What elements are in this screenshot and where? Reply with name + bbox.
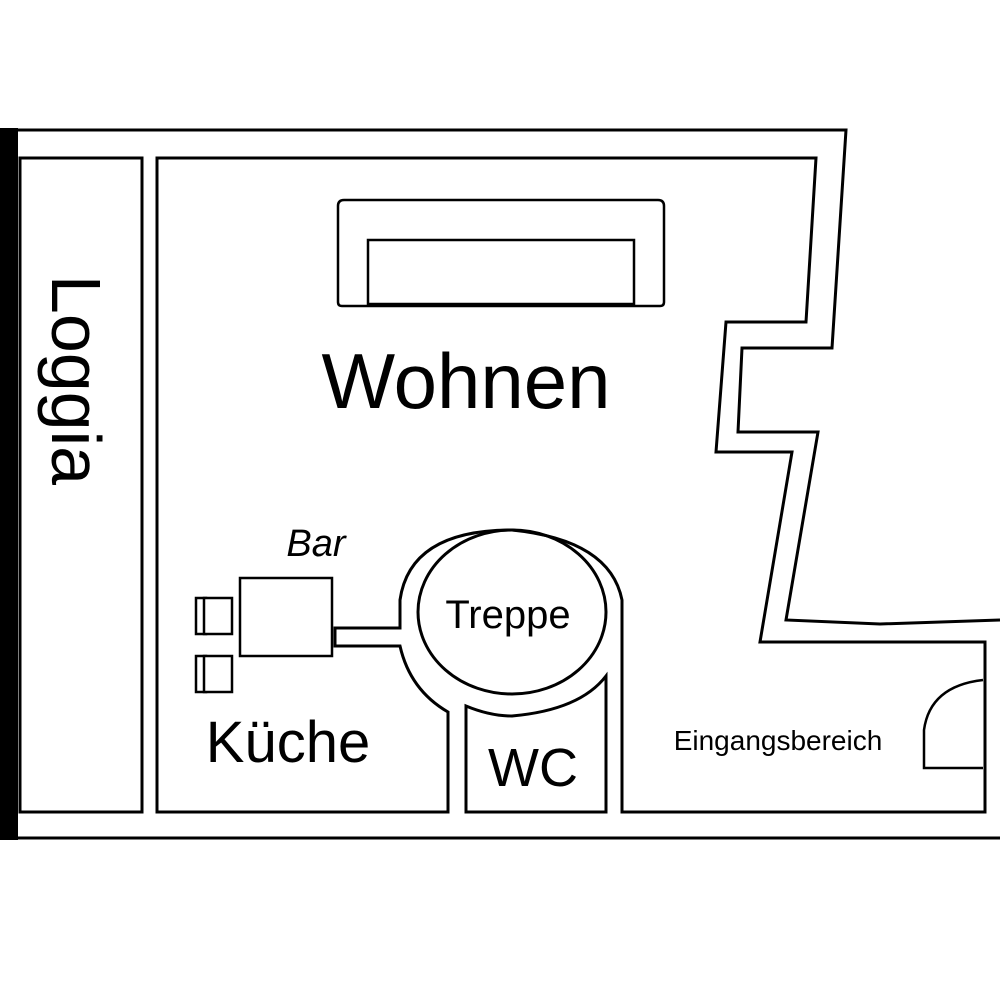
bar-label: Bar — [286, 523, 346, 565]
entrance-door — [922, 678, 984, 770]
staircase — [416, 528, 608, 696]
kueche-label: Küche — [206, 710, 370, 775]
bar-counter — [238, 576, 334, 658]
bar-stool-bottom — [194, 654, 234, 694]
treppe-label: Treppe — [445, 593, 570, 637]
outer-wall-top-right — [18, 128, 1000, 626]
exterior-wall-left — [0, 128, 18, 840]
sofa — [336, 198, 666, 308]
bar-stool-top — [194, 596, 234, 636]
wohnen-label: Wohnen — [321, 337, 610, 425]
eingangsbereich-label: Eingangsbereich — [674, 725, 883, 756]
wc-label: WC — [488, 738, 578, 798]
wc-room — [464, 671, 608, 814]
living-kitchen-entrance-outline — [155, 156, 987, 814]
loggia-room — [18, 156, 144, 814]
loggia-label: Loggia — [37, 275, 115, 485]
